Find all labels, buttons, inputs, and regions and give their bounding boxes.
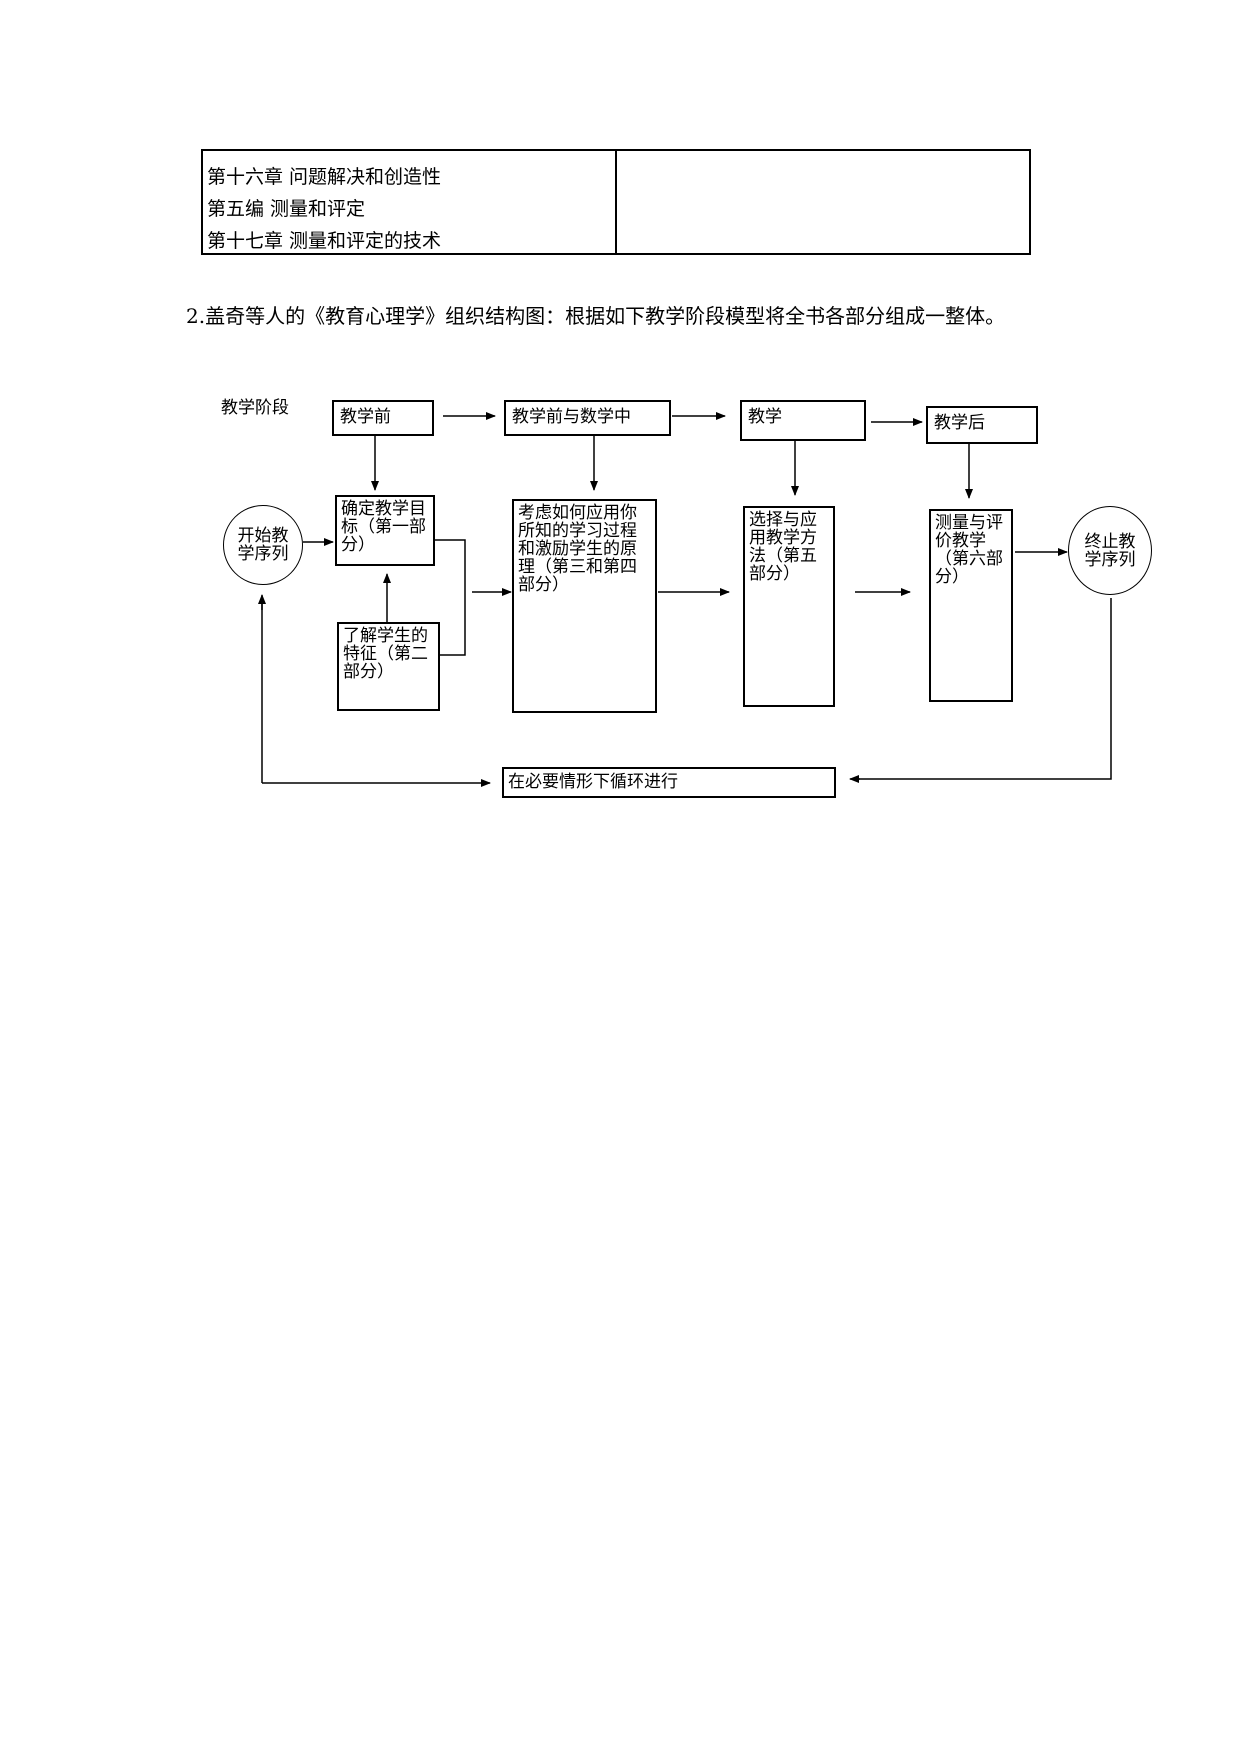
- stage-box-after: 教学后: [926, 406, 1038, 444]
- principles-box: 考虑如何应用你所知的学习过程和激励学生的原理（第三和第四部分）: [512, 499, 657, 713]
- table-row: 第十六章 问题解决和创造性: [207, 166, 442, 188]
- evaluation-box: 测量与评价教学（第六部分）: [929, 509, 1013, 702]
- section-paragraph: 2.盖奇等人的《教育心理学》组织结构图：根据如下教学阶段模型将全书各部分组成一整…: [186, 304, 1006, 328]
- chapter-cell: 第十六章 问题解决和创造性 第五编 测量和评定 第十七章 测量和评定的技术: [203, 151, 617, 253]
- table-row: 第五编 测量和评定: [207, 198, 366, 220]
- methods-box: 选择与应用教学方法（第五部分）: [743, 506, 835, 707]
- start-circle: 开始教学序列: [223, 505, 303, 585]
- goals-box: 确定教学目标（第一部分）: [335, 495, 435, 566]
- loop-box: 在必要情形下循环进行: [502, 767, 836, 798]
- stage-box-teaching: 教学: [740, 400, 866, 441]
- stage-box-before: 教学前: [332, 400, 434, 436]
- stage-label: 教学阶段: [221, 398, 289, 418]
- chapter-table: 第十六章 问题解决和创造性 第五编 测量和评定 第十七章 测量和评定的技术: [201, 149, 1031, 255]
- stage-box-before-during: 教学前与数学中: [504, 400, 671, 436]
- students-box: 了解学生的特征（第二部分）: [337, 622, 440, 711]
- end-circle: 终止教学序列: [1068, 506, 1152, 595]
- table-row: 第十七章 测量和评定的技术: [207, 230, 442, 252]
